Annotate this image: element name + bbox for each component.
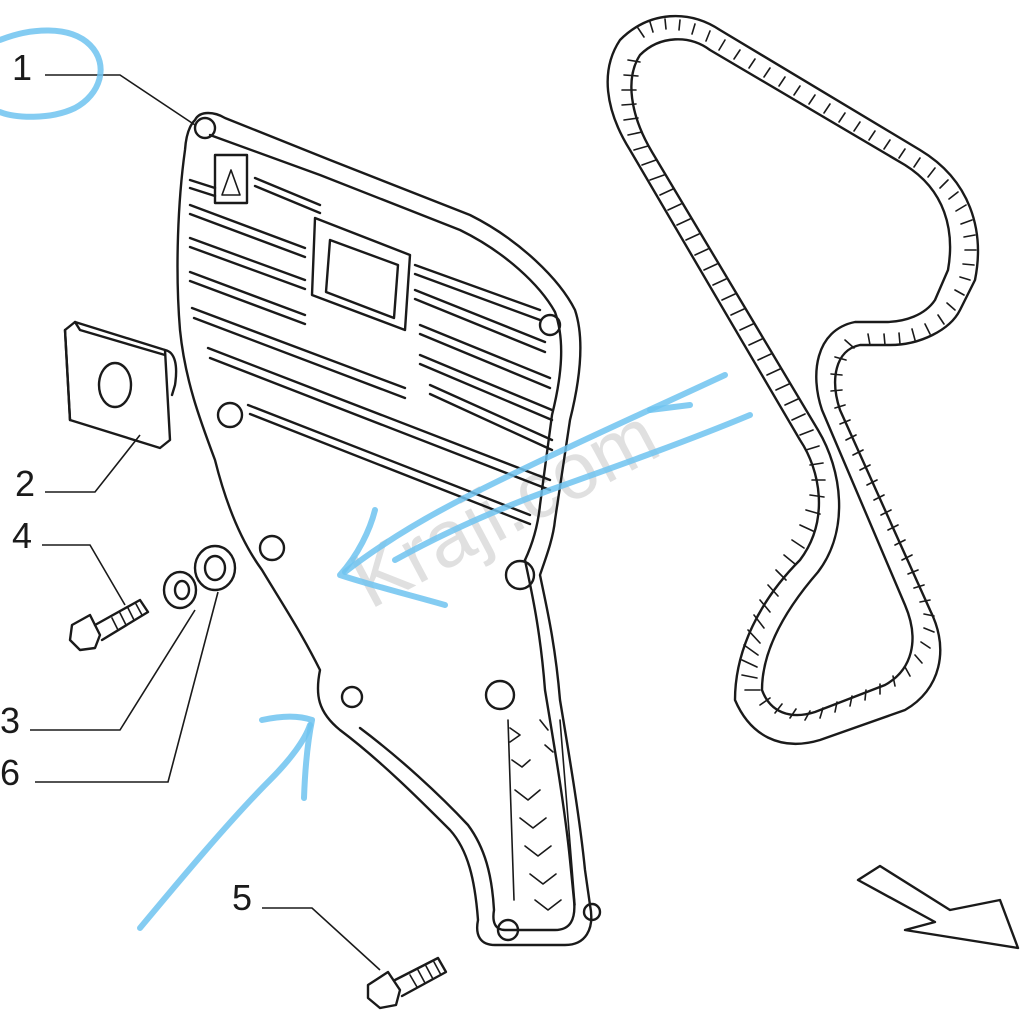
marker-arrow-up xyxy=(137,722,313,931)
belt-teeth xyxy=(621,18,977,721)
marker-arrow-left xyxy=(342,372,728,575)
flat-washer-icon xyxy=(193,544,237,592)
marker-annotations xyxy=(0,27,753,931)
callout-5: 5 xyxy=(232,877,252,918)
callout-3: 3 xyxy=(0,700,20,741)
lock-washer-icon xyxy=(162,570,198,610)
callout-1: 1 xyxy=(12,47,32,88)
cover-plate-icon xyxy=(63,320,178,450)
direction-arrow-icon xyxy=(856,864,1020,950)
callout-2: 2 xyxy=(15,463,35,504)
callout-6: 6 xyxy=(0,752,20,793)
marker-circle-1 xyxy=(0,27,104,120)
callout-4: 4 xyxy=(12,515,32,556)
bolt-4-icon xyxy=(68,598,150,652)
chevron-marks xyxy=(507,719,576,911)
leader-lines xyxy=(30,74,381,971)
timing-cover-icon xyxy=(176,111,602,947)
timing-belt-icon xyxy=(606,14,980,745)
bolt-5-icon xyxy=(366,956,448,1010)
